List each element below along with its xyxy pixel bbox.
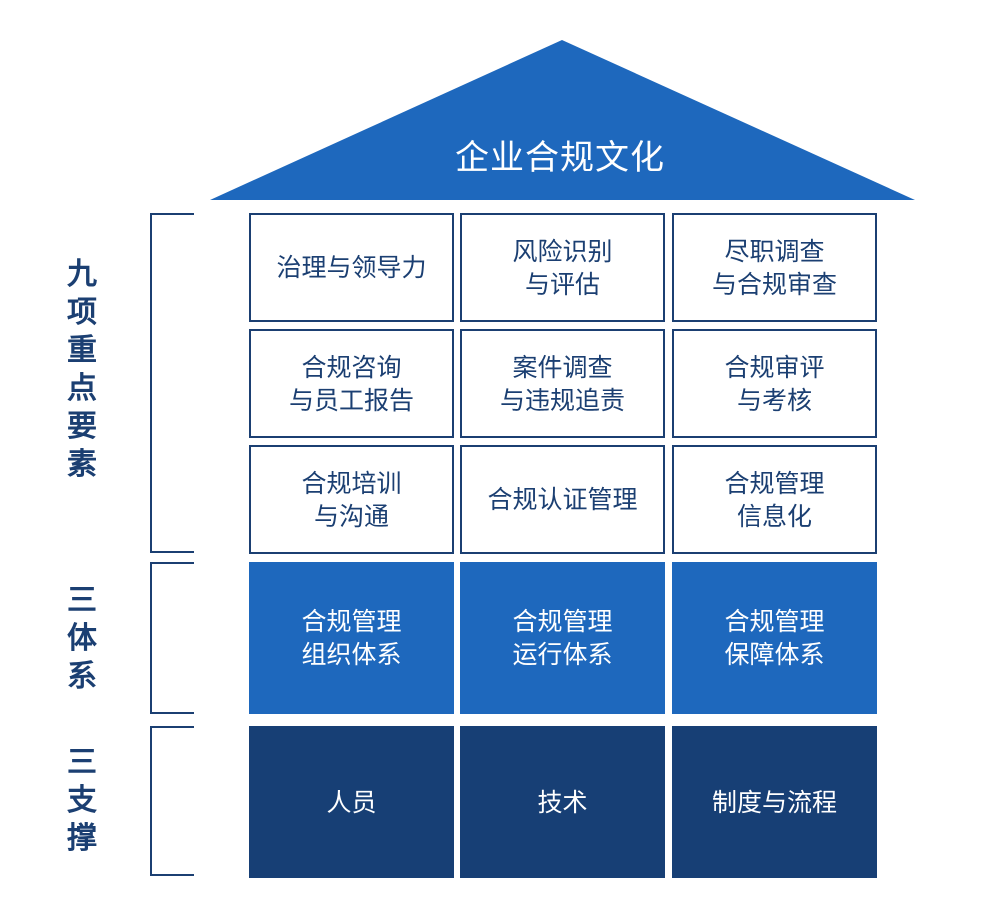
element-training: 合规培训 与沟通 [249,445,454,554]
label-three-systems: 三 体 系 [67,583,97,694]
element-risk-assessment: 风险识别 与评估 [460,213,665,322]
label-three-supports: 三 支 撑 [67,745,97,856]
support-process: 制度与流程 [672,726,877,878]
element-review-evaluation: 合规审评 与考核 [672,329,877,438]
system-organization: 合规管理 组织体系 [249,562,454,714]
label-nine-elements: 九 项 重 点 要 素 [67,257,97,482]
element-certification: 合规认证管理 [460,445,665,554]
element-investigation: 案件调查 与违规追责 [460,329,665,438]
support-personnel: 人员 [249,726,454,878]
bracket-three-supports [150,726,194,876]
system-operation: 合规管理 运行体系 [460,562,665,714]
roof-triangle [210,40,915,200]
element-informatization: 合规管理 信息化 [672,445,877,554]
support-technology: 技术 [460,726,665,878]
element-due-diligence: 尽职调查 与合规审查 [672,213,877,322]
bracket-nine-elements [150,213,194,553]
system-assurance: 合规管理 保障体系 [672,562,877,714]
roof-title: 企业合规文化 [455,138,665,178]
element-governance: 治理与领导力 [249,213,454,322]
element-consulting-reporting: 合规咨询 与员工报告 [249,329,454,438]
bracket-three-systems [150,562,194,714]
